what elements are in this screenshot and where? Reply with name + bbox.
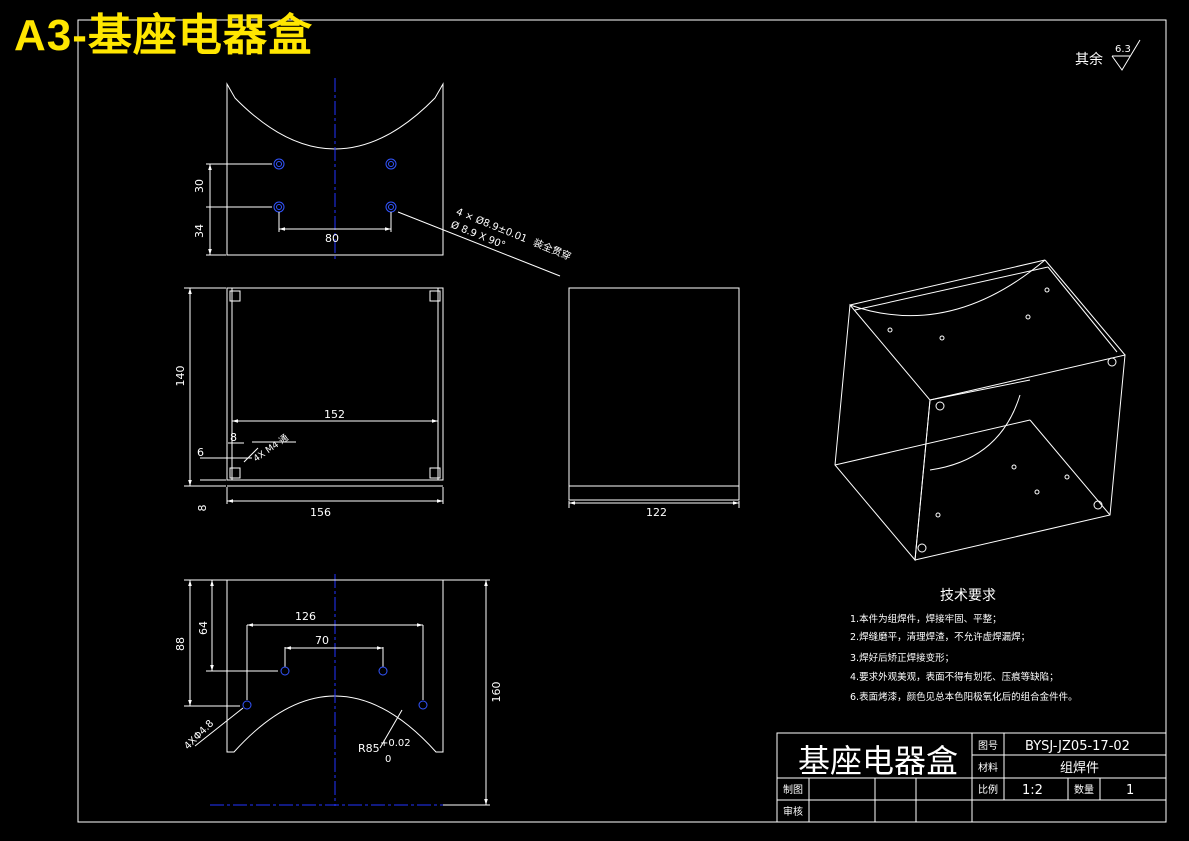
radius-tol-lower: 0 (385, 754, 391, 765)
dim-6: 6 (197, 446, 204, 459)
material: 组焊件 (1060, 760, 1099, 776)
drawing-banner-title: A3-基座电器盒 (14, 11, 313, 60)
scale-label: 比例 (978, 783, 998, 796)
top-view (206, 78, 561, 277)
dim-30: 30 (193, 179, 206, 193)
isometric-view (834, 259, 1126, 562)
title-block (776, 732, 1167, 823)
dim-152: 152 (324, 408, 345, 421)
dim-8-upper: 8 (230, 431, 237, 444)
quantity: 1 (1126, 783, 1134, 798)
tech-req-item: 3.焊好后矫正焊接变形； (850, 652, 954, 664)
checked-by-label: 审核 (783, 805, 803, 818)
dim-8-lower: 8 (196, 505, 209, 512)
tech-req-item: 2.焊缝磨平，清理焊渣，不允许虚焊漏焊； (850, 631, 1030, 643)
dim-126: 126 (295, 610, 316, 623)
dim-122: 122 (646, 506, 667, 519)
dim-34: 34 (193, 224, 206, 238)
roughness-label: 其余 (1075, 51, 1103, 68)
dim-140: 140 (174, 366, 187, 387)
tech-req-title: 技术要求 (940, 588, 996, 604)
side-view (568, 287, 740, 508)
hole-callout-note: 装全贯穿 (531, 236, 573, 263)
technical-requirements: 技术要求 1.本件为组焊件，焊接牢固、平整； 2.焊缝磨平，清理焊渣，不允许虚焊… (850, 588, 1078, 703)
radius-label: R85 (358, 742, 380, 755)
bottom-view (184, 574, 490, 806)
sheet-frame (77, 19, 1167, 823)
drawing-no-label: 图号 (978, 740, 998, 752)
dim-160: 160 (490, 682, 503, 703)
scale: 1:2 (1022, 783, 1043, 798)
tech-req-item: 1.本件为组焊件，焊接牢固、平整； (850, 613, 1002, 625)
quantity-label: 数量 (1074, 783, 1094, 796)
roughness-value: 6.3 (1115, 44, 1131, 55)
bottom-holes-note: 4XΦ4.8 (182, 718, 216, 752)
dim-88: 88 (174, 637, 187, 651)
part-name: 基座电器盒 (798, 742, 958, 780)
tech-req-item: 6.表面烤漆，颜色见总本色阳极氧化后的组合金件件。 (850, 691, 1078, 703)
material-label: 材料 (978, 761, 998, 774)
front-view (184, 287, 444, 504)
dim-64: 64 (197, 621, 210, 635)
drawn-by-label: 制图 (783, 783, 803, 796)
drawing-no: BYSJ-JZ05-17-02 (1025, 739, 1130, 754)
dim-156: 156 (310, 506, 331, 519)
tech-req-item: 4.要求外观美观，表面不得有划花、压痕等缺陷； (850, 671, 1059, 683)
bottom-view-holes (242, 666, 428, 710)
radius-tol-upper: +0.02 (380, 738, 411, 749)
dim-80: 80 (325, 232, 339, 245)
dim-70: 70 (315, 634, 329, 647)
roughness-symbol: 其余 6.3 (1075, 39, 1141, 71)
top-view-holes (273, 158, 397, 213)
